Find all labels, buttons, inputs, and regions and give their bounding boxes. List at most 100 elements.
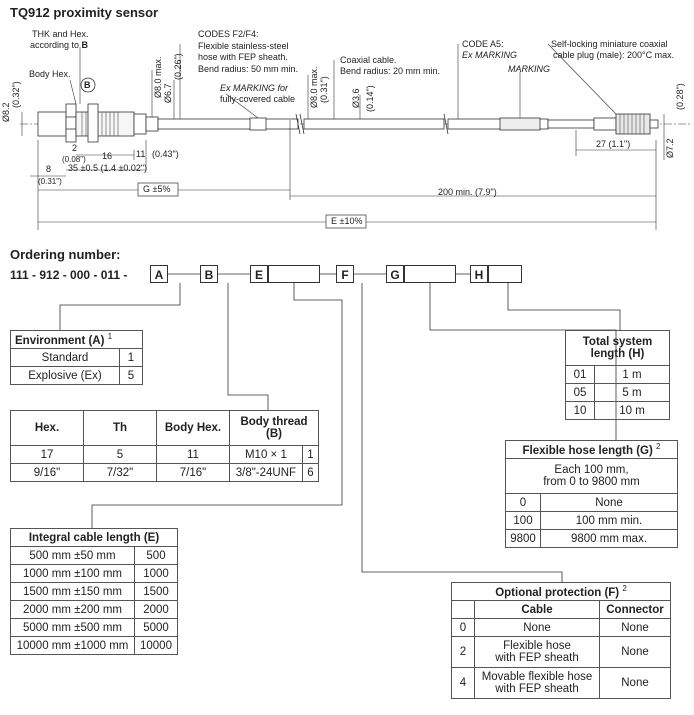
system-length-cell: 1 m: [594, 365, 670, 384]
protection-header-cable: Cable: [474, 600, 600, 619]
hex-nut-1: [65, 103, 77, 143]
hose-length-code: 9800: [505, 529, 541, 548]
label-dia-7-2: Ø7.2: [665, 138, 675, 158]
flexible-hose: [157, 118, 299, 130]
protection-connector: None: [599, 618, 671, 637]
label-dia-8-2: Ø8.2: [1, 102, 11, 122]
label-dim-2: 2: [72, 143, 78, 153]
label-dia-7-2-in: (0.28"): [675, 83, 685, 110]
label-according-to: according to: [30, 40, 80, 50]
label-marking: MARKING: [508, 64, 551, 74]
cable-length-code: 5000: [134, 618, 178, 637]
body-hex-header: Body Hex.: [156, 410, 230, 446]
coaxial-cable: [303, 118, 445, 130]
cable-length-cell: 2000 mm ±200 mm: [10, 600, 135, 619]
hex-cell: 3/8"-24UNF: [229, 463, 303, 482]
hex-cell: 17: [10, 445, 84, 464]
connector-knurl: [615, 113, 651, 135]
label-dim-g: G ±5%: [143, 184, 171, 194]
body-thread-header: Body thread (B): [229, 410, 319, 446]
system-length-code: 10: [565, 401, 595, 420]
circled-b-marker: [80, 77, 96, 93]
code-b: B: [200, 265, 218, 283]
hose-length-table: Flexible hose length (G) 2 Each 100 mm,f…: [505, 440, 678, 548]
code-g: G: [386, 265, 404, 283]
code-g-blank: [404, 265, 456, 283]
hex-cell: 11: [156, 445, 230, 464]
hex-header: Hex.: [10, 410, 84, 446]
cable-length-code: 1000: [134, 564, 178, 583]
label-dia-3-6: Ø3.6: [351, 88, 361, 108]
label-flex-hose-2: hose with FEP sheath.: [198, 52, 288, 62]
label-dia-8-0-b: Ø8.0 max.: [309, 66, 319, 108]
system-length-code: 05: [565, 383, 595, 402]
hex-cell: M10 × 1: [229, 445, 303, 464]
protection-header-connector: Connector: [599, 600, 671, 619]
label-fully-covered: fully-covered cable: [220, 94, 296, 104]
hex-code: 6: [301, 463, 320, 482]
label-plug-1: Self-locking miniature coaxial: [551, 39, 668, 49]
protection-connector: None: [599, 667, 671, 699]
hex-nut-2: [87, 103, 99, 143]
label-dia-3-6-in: (0.14"): [365, 85, 375, 112]
label-dim-35: 35 ±0.5 (1.4 ±0.02"): [68, 163, 148, 173]
env-code: 5: [119, 366, 143, 385]
label-coax-1: Coaxial cable.: [340, 55, 397, 65]
label-dim-8: 8: [46, 164, 52, 174]
label-dim-e: E ±10%: [331, 216, 363, 226]
cable-length-cell: 10000 mm ±1000 mm: [10, 636, 135, 655]
hose-length-cell: None: [540, 493, 678, 512]
sensor-drawing: [20, 43, 690, 230]
hex-cell: 7/16": [156, 463, 230, 482]
label-ex-marking: Ex MARKING: [462, 50, 518, 60]
protection-code: 2: [451, 636, 475, 668]
env-code: 1: [119, 348, 143, 367]
hose-length-code: 100: [505, 511, 541, 530]
cable-length-cell: 5000 mm ±500 mm: [10, 618, 135, 637]
label-coax-2: Bend radius: 20 mm min.: [340, 66, 441, 76]
env-cell: Standard: [10, 348, 120, 367]
cable-length-code: 2000: [134, 600, 178, 619]
threaded-body: [75, 111, 135, 137]
label-dia-8-2-in: (0.32"): [11, 81, 21, 108]
th-header: Th: [83, 410, 157, 446]
hex-cell: 5: [83, 445, 157, 464]
label-according: according to B: [30, 41, 88, 50]
label-flex-hose-1: Flexible stainless-steel: [198, 41, 289, 51]
system-length-code: 01: [565, 365, 595, 384]
label-dim-8-in: (0.31"): [38, 177, 62, 186]
hose-length-cell: 9800 mm max.: [540, 529, 678, 548]
hex-code: 1: [301, 445, 320, 464]
cable-length-code: 10000: [134, 636, 178, 655]
label-dia-6-7-in: (0.26"): [173, 53, 183, 80]
label-dia-8-0-a: Ø8.0 max.: [153, 56, 163, 98]
hex-table: Hex. Th Body Hex. Body thread (B) 17 5 1…: [10, 410, 320, 482]
ordering-base: 111 - 912 - 000 - 011 -: [10, 268, 128, 282]
label-circled-b: B: [84, 80, 91, 90]
label-dim-11: 11: [136, 149, 146, 159]
system-length-cell: 5 m: [594, 383, 670, 402]
label-dim-043: (0.43"): [152, 149, 179, 159]
hose-length-title: Flexible hose length (G) 2: [505, 440, 678, 459]
cable-length-code: 500: [134, 546, 178, 565]
hose-length-cell: 100 mm min.: [540, 511, 678, 530]
label-dia-8-0-b-in: (0.31"): [319, 76, 329, 103]
protection-code: 4: [451, 667, 475, 699]
label-flex-hose-3: Bend radius: 50 mm min.: [198, 64, 299, 74]
hose-length-desc: Each 100 mm,from 0 to 9800 mm: [505, 458, 678, 494]
cable-length-code: 1500: [134, 582, 178, 601]
label-dim-2-in: (0.08"): [62, 155, 86, 164]
protection-connector: None: [599, 636, 671, 668]
ordering-title: Ordering number:: [10, 247, 121, 262]
code-e-blank: [268, 265, 320, 283]
cable-length-title: Integral cable length (E): [10, 528, 178, 547]
system-length-cell: 10 m: [594, 401, 670, 420]
label-dim-200: 200 min. (7.9"): [438, 187, 497, 197]
